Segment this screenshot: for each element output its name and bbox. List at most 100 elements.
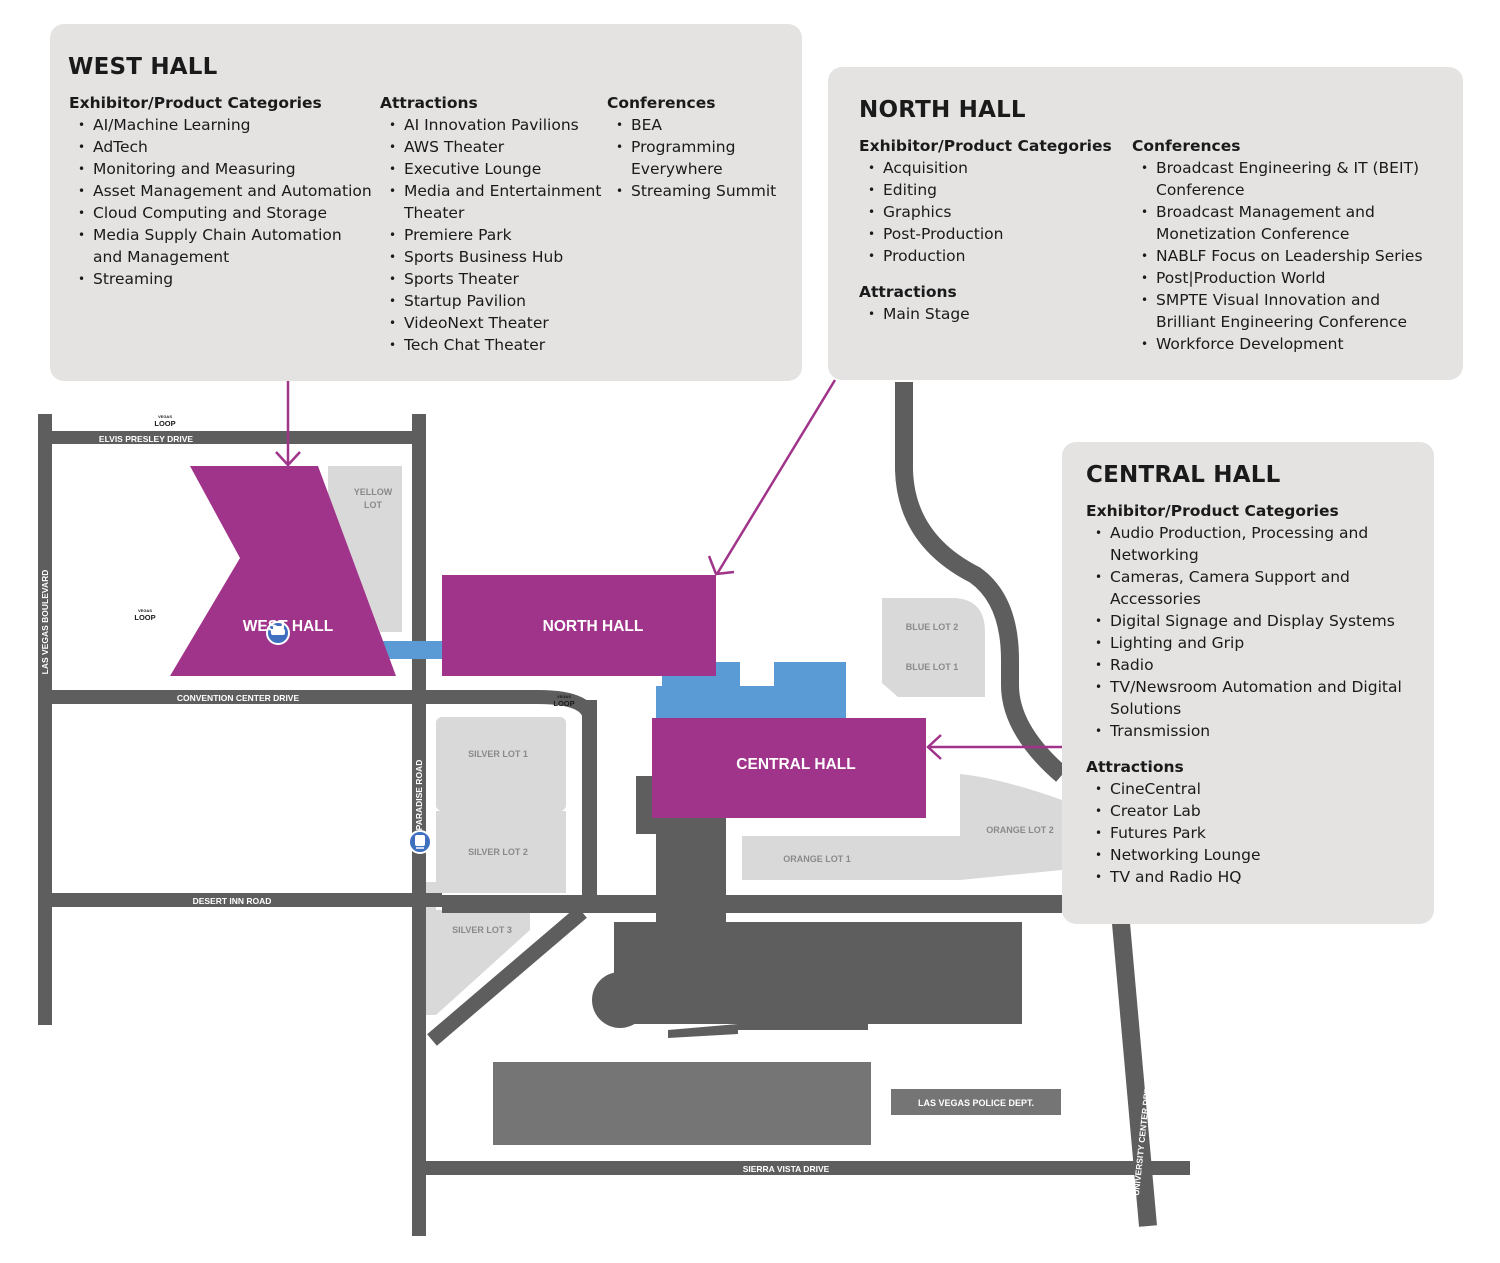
west-north-connector	[382, 641, 442, 659]
list-item: Main Stage	[859, 303, 1129, 325]
desert-inn-road-east	[442, 895, 1062, 913]
list-item: Transmission	[1086, 720, 1416, 742]
west-hall-title: WEST HALL	[68, 54, 218, 80]
central-hall-panel: CENTRAL HALL Exhibitor/Product Categorie…	[1062, 442, 1434, 924]
list-item: SMPTE Visual Innovation and Brilliant En…	[1132, 289, 1432, 333]
paradise-road-label: PARADISE ROAD	[414, 760, 424, 831]
paradise-diagonal	[427, 906, 587, 1046]
list-item: Audio Production, Processing and Network…	[1086, 522, 1416, 566]
list-item: Media and Entertainment Theater	[380, 180, 602, 224]
central-hall-title: CENTRAL HALL	[1086, 462, 1281, 488]
silver-lot-3-label: SILVER LOT 3	[452, 925, 512, 935]
orange-lot-2-label: ORANGE LOT 2	[986, 825, 1054, 835]
lower-building-edge	[668, 1024, 738, 1038]
list-item: TV and Radio HQ	[1086, 866, 1416, 888]
list-item: BEA	[607, 114, 792, 136]
list-item: Radio	[1086, 654, 1416, 676]
yellow-lot[interactable]	[328, 466, 402, 632]
list-item: Production	[859, 245, 1129, 267]
spacer	[859, 267, 1129, 281]
central-hall-service	[636, 776, 656, 834]
west-exhibitor-list: AI/Machine Learning AdTech Monitoring an…	[69, 114, 374, 290]
north-hall-shape[interactable]	[442, 575, 716, 676]
north-loop-road	[895, 382, 1068, 782]
orange-lot-1-label: ORANGE LOT 1	[783, 854, 851, 864]
list-item: Tech Chat Theater	[380, 334, 602, 356]
north-arrow	[715, 379, 837, 575]
north-hall-label: NORTH HALL	[543, 618, 644, 635]
svg-text:VEGAS: VEGAS	[158, 414, 172, 419]
central-arrow-head	[926, 734, 942, 760]
list-item: Cloud Computing and Storage	[69, 202, 374, 224]
north-conferences-list: Broadcast Engineering & IT (BEIT) Confer…	[1132, 157, 1432, 355]
west-hall-panel: WEST HALL Exhibitor/Product Categories A…	[50, 24, 802, 381]
list-item: Post|Production World	[1132, 267, 1432, 289]
sierra-vista-label: SIERRA VISTA DRIVE	[743, 1164, 830, 1174]
blue-lot-2-label: BLUE LOT 2	[906, 622, 959, 632]
north-conferences-heading: Conferences	[1132, 137, 1241, 155]
list-item: Digital Signage and Display Systems	[1086, 610, 1416, 632]
silver-lot-3[interactable]	[426, 882, 530, 1015]
list-item: AWS Theater	[380, 136, 602, 158]
north-conferences-column: Conferences Broadcast Engineering & IT (…	[1132, 135, 1432, 355]
yellow-lot-label-2: LOT	[364, 500, 382, 510]
west-conferences-list: BEA Programming Everywhere Streaming Sum…	[607, 114, 792, 202]
west-attractions-list: AI Innovation Pavilions AWS Theater Exec…	[380, 114, 602, 356]
spacer	[1086, 742, 1416, 756]
vegas-loop-marker-convention[interactable]: VEGAS LOOP	[553, 694, 574, 708]
rideshare-icon[interactable]	[266, 621, 290, 645]
list-item: AI/Machine Learning	[69, 114, 374, 136]
svg-text:LOOP: LOOP	[553, 699, 574, 708]
list-item: Startup Pavilion	[380, 290, 602, 312]
desert-inn-label: DESERT INN ROAD	[193, 896, 272, 906]
north-hall-panel: NORTH HALL Exhibitor/Product Categories …	[828, 67, 1463, 380]
desert-inn-road	[52, 893, 442, 907]
university-center-drive	[1111, 911, 1157, 1227]
west-hall-shape[interactable]	[170, 466, 396, 676]
list-item: Programming Everywhere	[607, 136, 792, 180]
lower-building-round	[592, 972, 648, 1028]
west-conferences-heading: Conferences	[607, 94, 716, 112]
list-item: Post-Production	[859, 223, 1129, 245]
vegas-loop-marker-west[interactable]: VEGAS LOOP	[134, 608, 155, 622]
silver-lot-2[interactable]	[436, 811, 566, 893]
list-item: AdTech	[69, 136, 374, 158]
silver-lot-1-label: SILVER LOT 1	[468, 749, 528, 759]
lower-parking-structure	[493, 1062, 871, 1145]
central-attractions-heading: Attractions	[1086, 758, 1184, 776]
police-building	[891, 1089, 1061, 1115]
west-attractions-heading: Attractions	[380, 94, 478, 112]
convention-center-drive	[52, 690, 538, 704]
silver-lot-1[interactable]	[436, 717, 566, 811]
paradise-road	[412, 414, 426, 1236]
west-hall-label: WEST HALL	[243, 618, 333, 635]
central-attractions-list: CineCentral Creator Lab Futures Park Net…	[1086, 778, 1416, 888]
orange-lot-1[interactable]	[742, 836, 960, 880]
list-item: Streaming	[69, 268, 374, 290]
central-hall-service-2	[656, 810, 726, 895]
vegas-loop-marker-elvis[interactable]: VEGAS LOOP	[154, 414, 175, 428]
convention-center-label: CONVENTION CENTER DRIVE	[177, 693, 300, 703]
svg-text:VEGAS: VEGAS	[557, 694, 571, 699]
svg-text:LOOP: LOOP	[154, 419, 175, 428]
list-item: Broadcast Management and Monetization Co…	[1132, 201, 1432, 245]
elvis-presley-drive	[38, 431, 426, 444]
list-item: Lighting and Grip	[1086, 632, 1416, 654]
list-item: Networking Lounge	[1086, 844, 1416, 866]
orange-lot-2[interactable]	[960, 774, 1062, 880]
list-item: VideoNext Theater	[380, 312, 602, 334]
list-item: Monitoring and Measuring	[69, 158, 374, 180]
list-item: Broadcast Engineering & IT (BEIT) Confer…	[1132, 157, 1432, 201]
blue-lot[interactable]	[882, 598, 985, 697]
north-exhibitor-column: Exhibitor/Product Categories Acquisition…	[859, 135, 1129, 325]
west-attractions-column: Attractions AI Innovation Pavilions AWS …	[380, 92, 602, 356]
list-item: Sports Theater	[380, 268, 602, 290]
lower-building-south	[738, 1020, 868, 1030]
west-exhibitor-heading: Exhibitor/Product Categories	[69, 94, 322, 112]
list-item: NABLF Focus on Leadership Series	[1132, 245, 1432, 267]
list-item: Premiere Park	[380, 224, 602, 246]
desert-inn-connector	[656, 895, 726, 925]
monorail-icon[interactable]	[408, 830, 432, 854]
central-hall-shape[interactable]	[652, 718, 926, 818]
